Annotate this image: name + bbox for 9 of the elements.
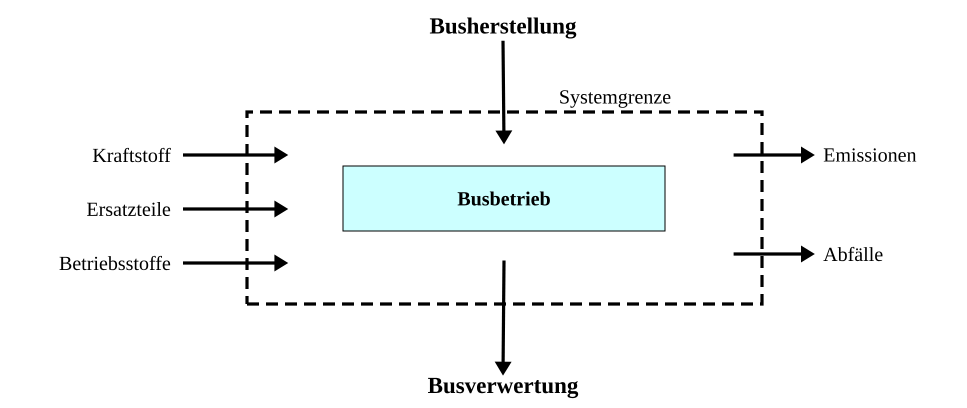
boundary-label: Systemgrenze — [560, 90, 670, 108]
input-label: Betriebsstoffe — [60, 256, 170, 270]
output-label: Emissionen — [824, 148, 916, 162]
process-box: Busbetrieb — [342, 166, 666, 232]
input-label: Ersatzteile — [87, 202, 170, 216]
output-label: Busverwertung — [428, 378, 578, 398]
output-label: Busherstellung — [430, 17, 576, 39]
input-label: Kraftstoff — [92, 148, 171, 162]
output-label: Abfälle — [823, 246, 882, 262]
